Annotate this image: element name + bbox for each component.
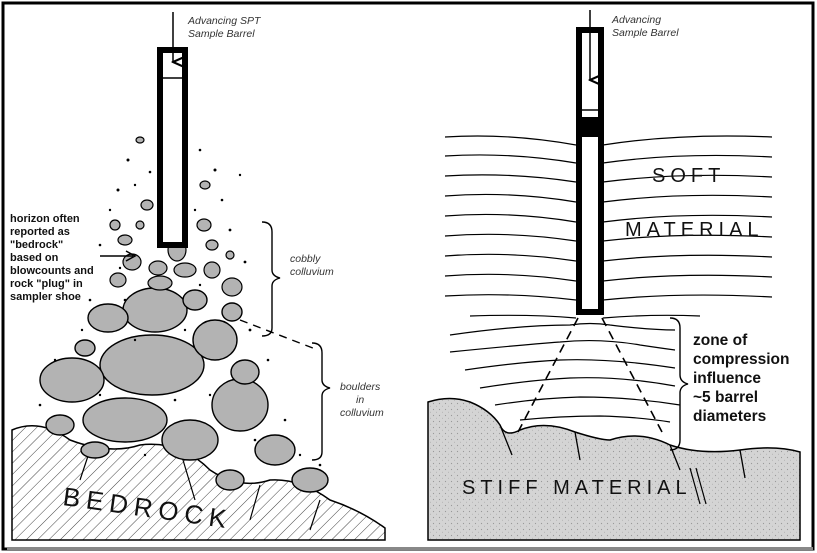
zone-brace (669, 317, 689, 451)
zone-label-line: ~5 barrel (693, 389, 758, 406)
horizon-note-line: blowcounts and (10, 265, 94, 277)
boulders-label-3: colluvium (340, 407, 384, 419)
right-sampler-label-1: Advancing (611, 14, 661, 26)
stiff-ridges (499, 424, 746, 479)
spt-barrel-left (157, 47, 188, 248)
outer-border-shadow (7, 547, 813, 550)
gravel-dots (38, 148, 322, 467)
horizon-note-line: "bedrock" (10, 239, 63, 251)
stiff-label: STIFF MATERIAL (462, 477, 692, 499)
horizon-note-line: reported as (10, 226, 70, 238)
stiff-material-mass (427, 397, 801, 541)
soft-label: SOFT (652, 165, 725, 187)
horizon-note-line: horizon often (10, 213, 80, 225)
boulders-label-2: in (356, 394, 364, 406)
boulders-label-1: boulders (340, 381, 381, 393)
horizon-note-line: rock "plug" in (10, 278, 83, 290)
stiff-crack (689, 467, 707, 505)
cobbly-label-2: colluvium (290, 266, 334, 278)
zone-label-line: diameters (693, 408, 766, 425)
left-sampler-label-2: Sample Barrel (188, 28, 255, 40)
horizon-note-line: based on (10, 252, 59, 264)
right-panel (427, 10, 801, 541)
horizon-note-line: sampler shoe (10, 291, 81, 303)
boulders (39, 287, 329, 493)
cobbles (109, 136, 243, 297)
left-sampler-label-1: Advancing SPT (187, 15, 262, 27)
influence-cone-right (601, 317, 663, 433)
boulders-brace (311, 342, 331, 461)
cobbly-label-1: cobbly (290, 253, 321, 265)
zone-label: zone of compression influence ~5 barrel … (693, 332, 789, 425)
influence-cone-left (517, 317, 579, 433)
right-sampler-label-2: Sample Barrel (612, 27, 679, 39)
soft-layers (444, 135, 773, 423)
barrel-plug (576, 117, 604, 137)
left-panel (11, 12, 386, 541)
zone-label-line: influence (693, 370, 761, 387)
horizon-note: horizon often reported as "bedrock" base… (10, 213, 94, 303)
zone-label-line: compression (693, 351, 789, 368)
bedrock-crack (79, 449, 321, 531)
zone-label-line: zone of (693, 332, 748, 349)
material-label: MATERIAL (625, 219, 764, 241)
horizon-arrowhead (125, 250, 137, 262)
